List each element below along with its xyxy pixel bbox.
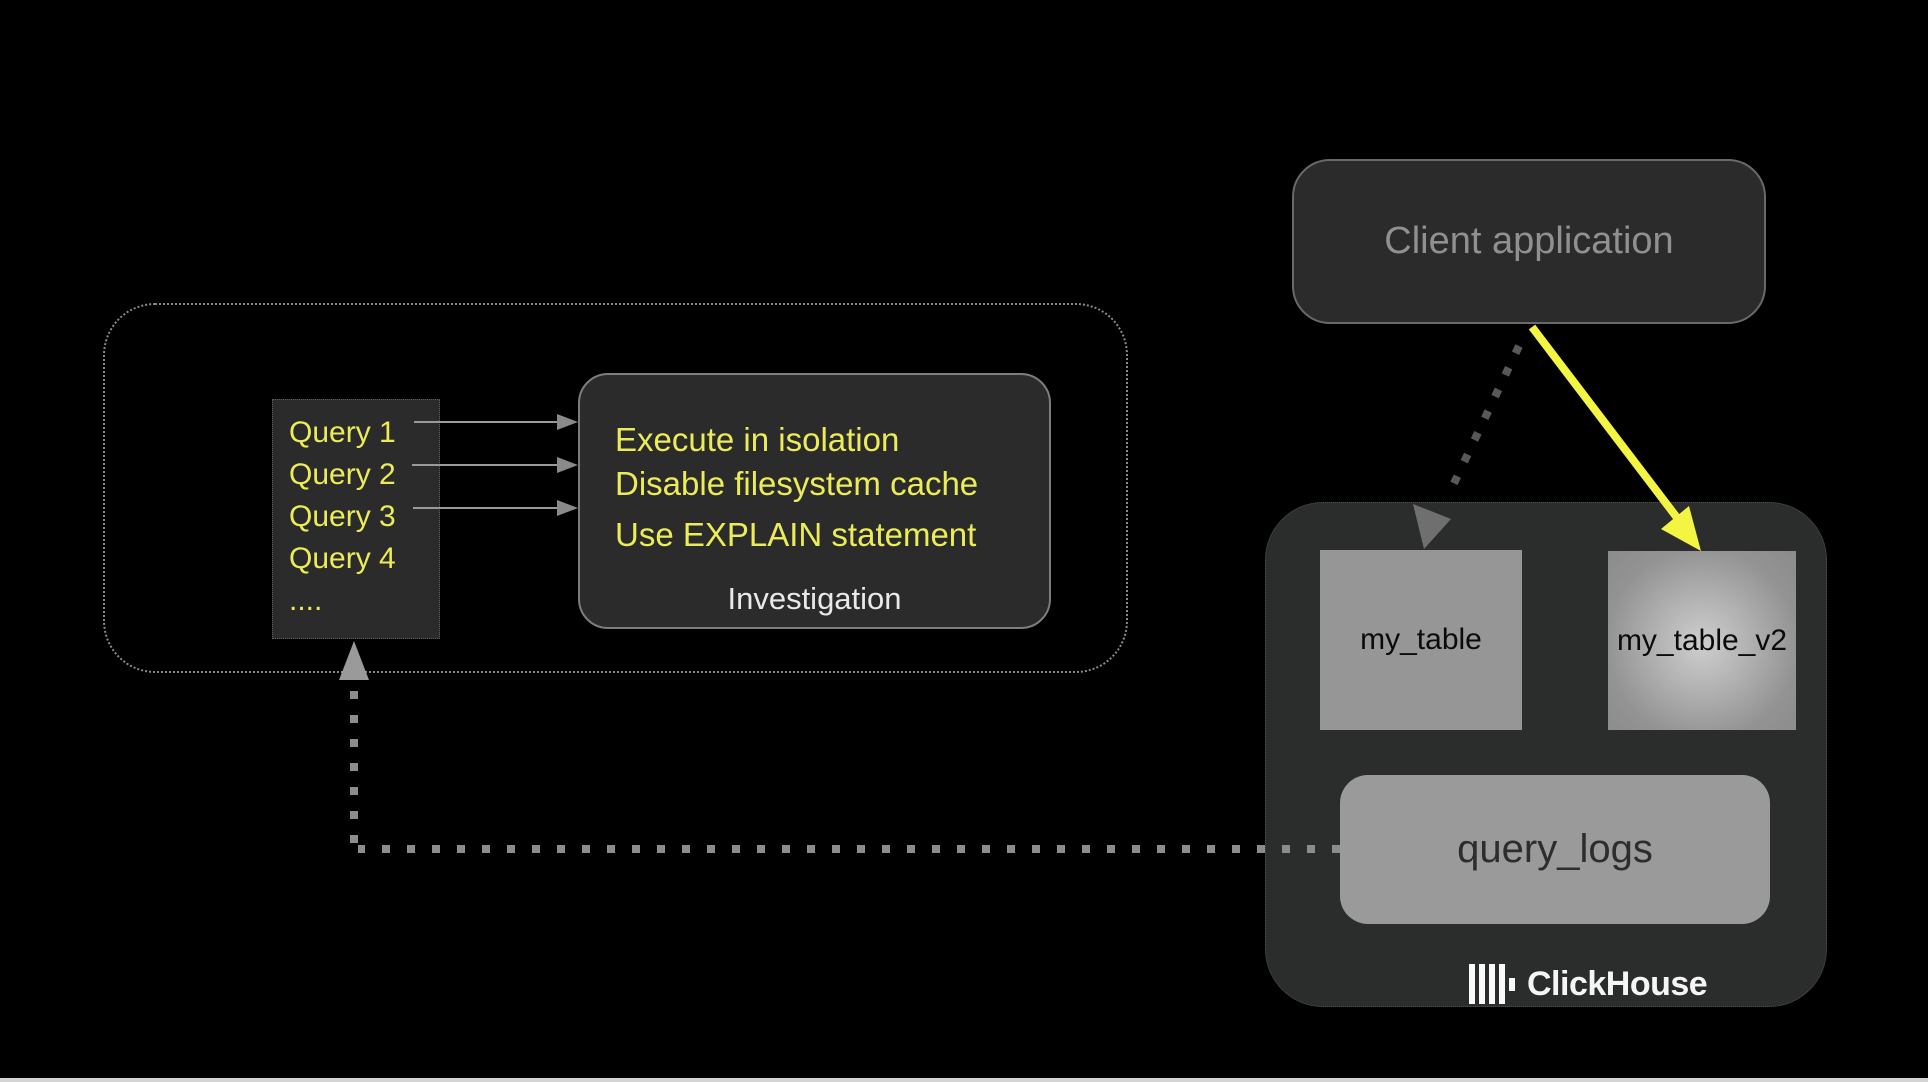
my-table-v2-label: my_table_v2: [1616, 623, 1788, 657]
query-list-panel: Query 1 Query 2 Query 3 Query 4 ....: [272, 399, 440, 639]
clickhouse-brand-label: ClickHouse: [1527, 964, 1708, 1003]
clickhouse-brand: ClickHouse: [1469, 963, 1708, 1005]
screen-edge-strip: [0, 1078, 1928, 1082]
clickhouse-container: my_table my_table_v2 query_logs ClickHou…: [1265, 502, 1827, 1007]
investigation-group-outline: [103, 303, 1128, 673]
query-item: Query 1: [289, 416, 396, 449]
investigation-panel: Execute in isolation Disable filesystem …: [578, 373, 1051, 629]
client-application-label: Client application: [1384, 220, 1674, 262]
query-logs-label: query_logs: [1457, 827, 1653, 871]
query-item: Query 3: [289, 500, 396, 533]
table-node-my-table-v2: my_table_v2: [1608, 551, 1796, 730]
query-item-ellipsis: ....: [289, 584, 323, 617]
client-application-box: Client application: [1292, 159, 1766, 324]
tip-use-explain: Use EXPLAIN statement: [615, 516, 977, 553]
table-node-query-logs: query_logs: [1340, 775, 1770, 924]
query-item: Query 2: [289, 458, 396, 491]
query-item: Query 4: [289, 542, 396, 575]
tip-execute-isolation: Execute in isolation: [615, 421, 900, 458]
tip-disable-fs-cache: Disable filesystem cache: [615, 465, 979, 502]
table-node-my-table: my_table: [1320, 550, 1522, 730]
investigation-caption: Investigation: [727, 581, 902, 616]
clickhouse-logo-icon: [1469, 964, 1519, 1004]
my-table-label: my_table: [1360, 623, 1482, 656]
